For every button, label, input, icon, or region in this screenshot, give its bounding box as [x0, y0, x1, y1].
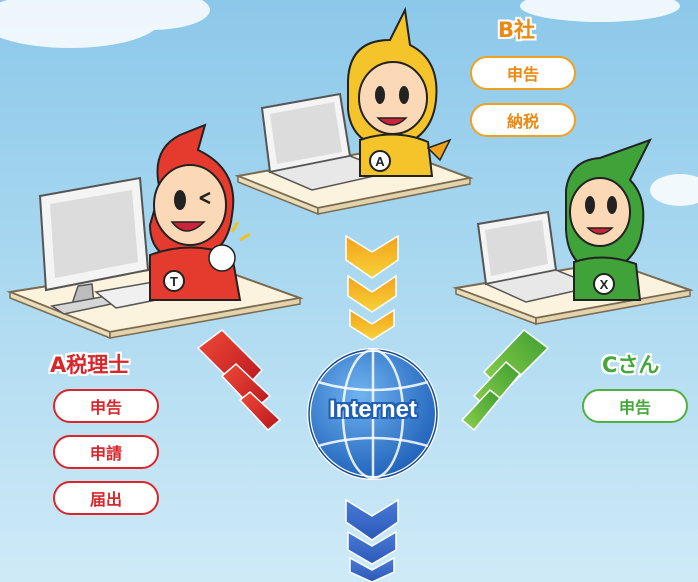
arrow-green-to-internet	[460, 329, 550, 432]
yellow-mascot	[347, 6, 452, 177]
badge-letter-yellow: A	[369, 150, 391, 172]
laptop-right	[476, 210, 599, 303]
arrow-orange-to-internet	[345, 234, 399, 341]
firm-b-item-2: 納税	[470, 103, 576, 137]
arrow-red-to-internet	[196, 329, 282, 432]
firm-c-name: Cさん	[602, 353, 660, 377]
desktop-monitor	[38, 176, 150, 315]
internet-label: Internet	[328, 396, 417, 423]
arrow-internet-down	[345, 498, 399, 582]
firm-b-item-1: 申告	[470, 56, 576, 90]
badge-letter-red: T	[163, 270, 185, 292]
firm-a-item-3: 届出	[53, 481, 159, 515]
firm-c-item-1: 申告	[582, 389, 688, 423]
globe-icon	[307, 348, 439, 480]
cloud-decoration	[0, 0, 698, 206]
firm-b-name: B社	[498, 18, 536, 42]
badge-letter-green: X	[593, 273, 615, 295]
red-mascot	[148, 123, 251, 301]
firm-a-name: A税理士	[50, 353, 130, 377]
firm-a-item-1: 申告	[53, 389, 159, 423]
firm-a-item-2: 申請	[53, 435, 159, 469]
